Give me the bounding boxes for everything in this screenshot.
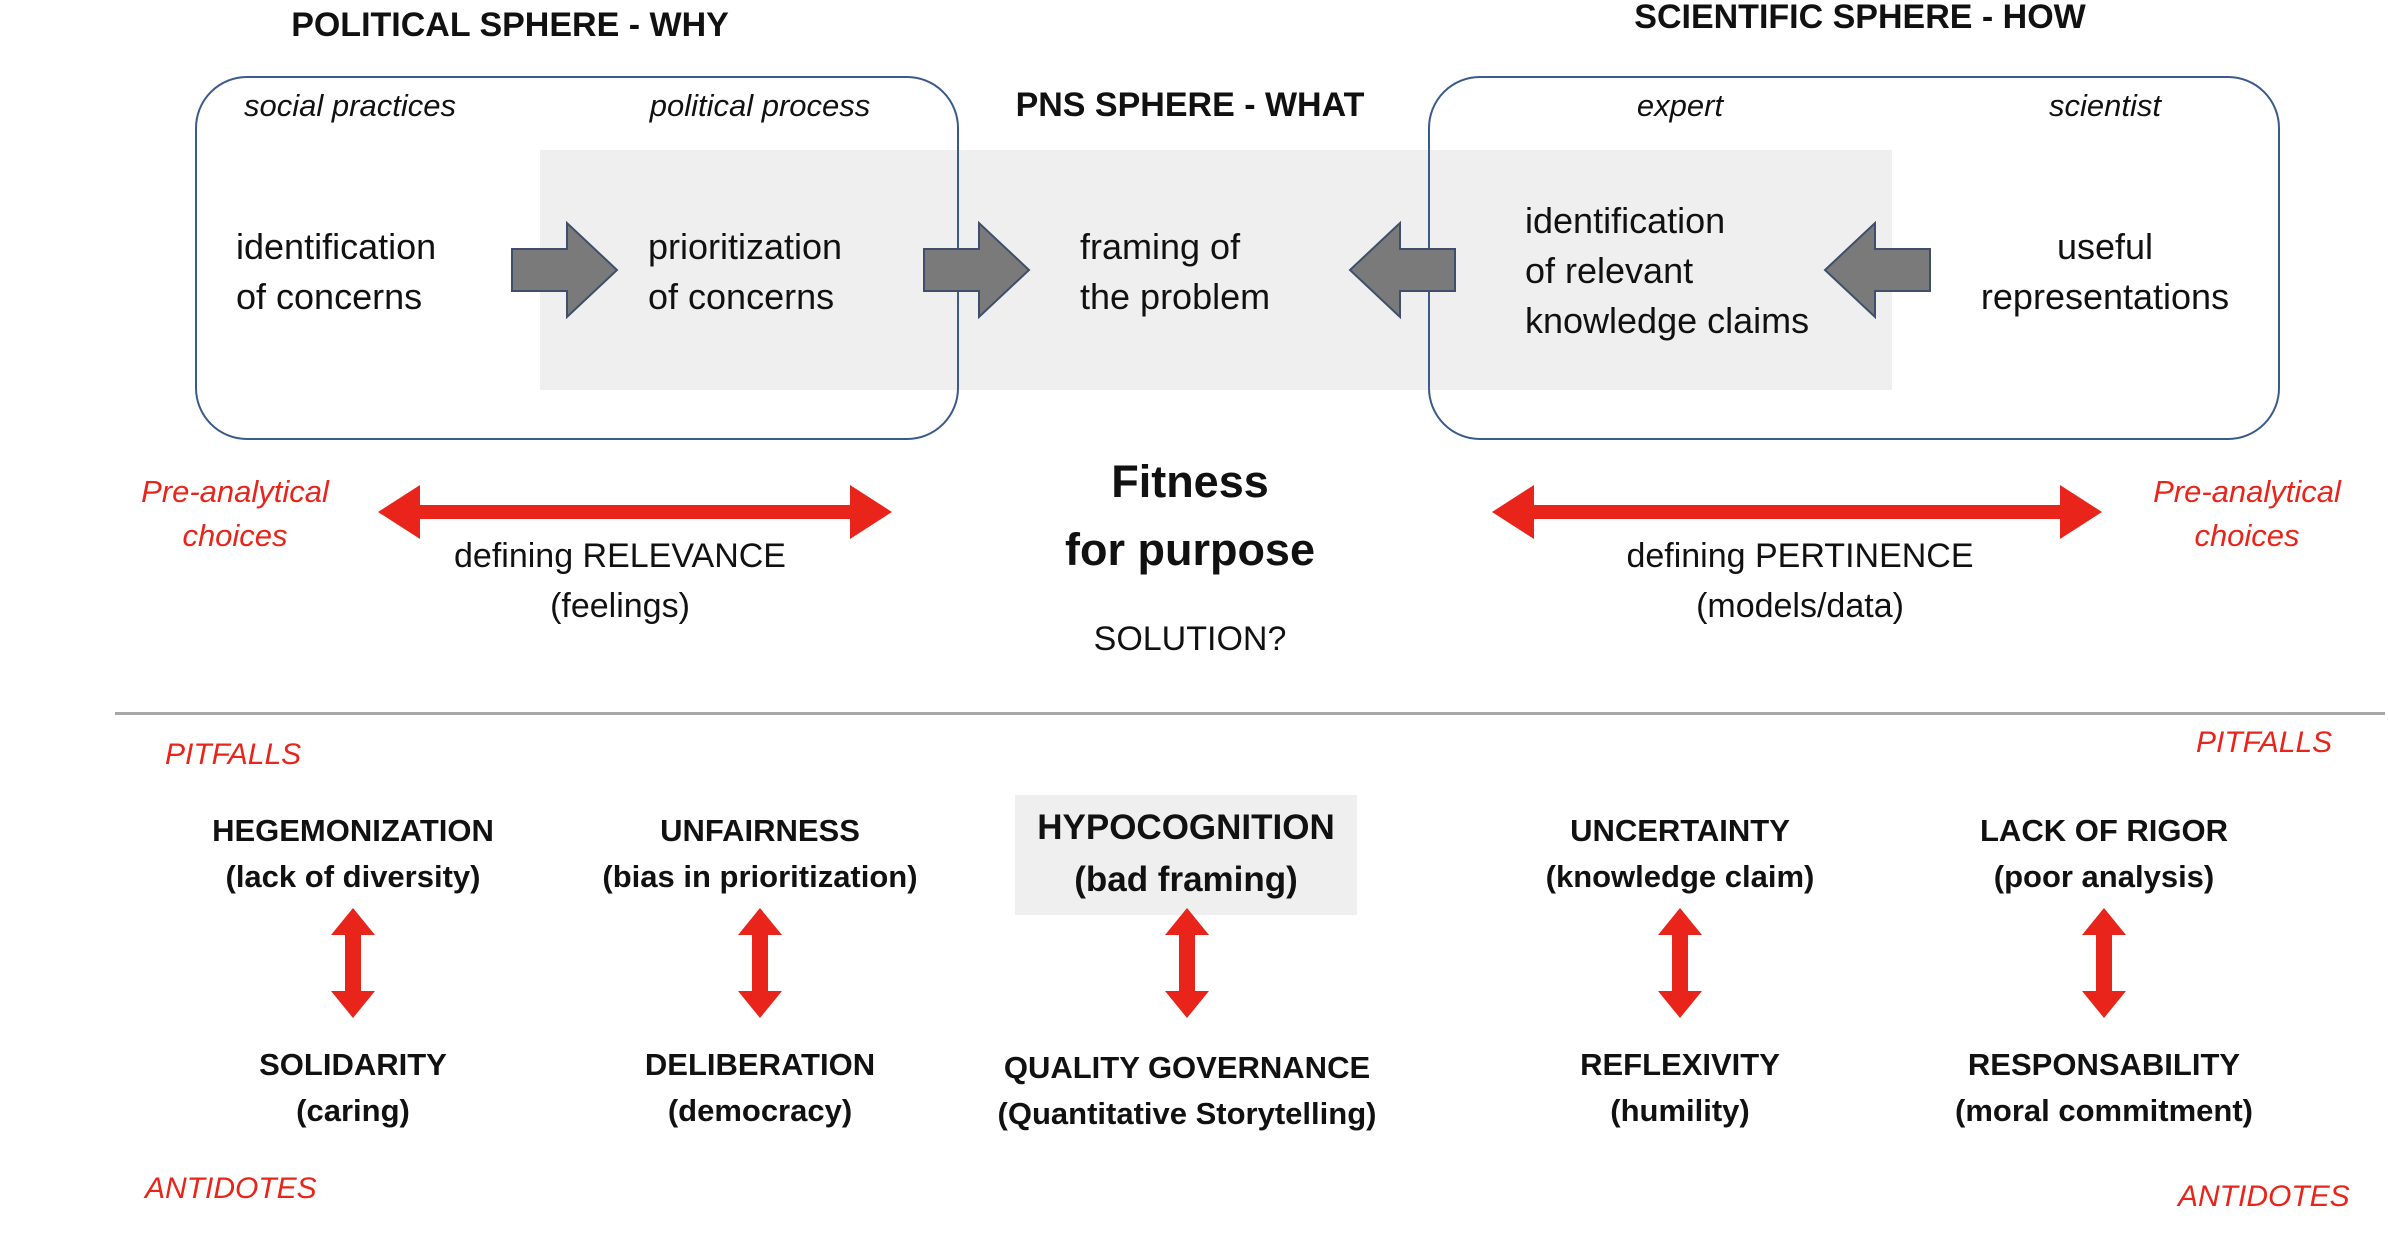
pitfall-hegemonization: HEGEMONIZATION (lack of diversity): [212, 813, 494, 894]
antidotes-label-left: ANTIDOTES: [145, 1172, 317, 1205]
pns-shaded-band: [540, 150, 1892, 390]
pitfall-unfairness: UNFAIRNESS (bias in prioritization): [602, 813, 918, 894]
antidote-solidarity: SOLIDARITY (caring): [259, 1047, 447, 1128]
arrow-prioritization-to-framing: [923, 222, 1030, 318]
pitfall-uncertainty: UNCERTAINTY (knowledge claim): [1545, 813, 1815, 894]
arrow-representations-to-knowledge: [1824, 222, 1931, 318]
pitfalls-label-right: PITFALLS: [2196, 726, 2333, 759]
pitfall-lack-of-rigor: LACK OF RIGOR (poor analysis): [1980, 813, 2228, 894]
pns-sphere-title: PNS SPHERE - WHAT: [1015, 86, 1365, 124]
social-practices-label: social practices: [244, 88, 456, 123]
pitfall-antidote-arrow-2: [738, 908, 782, 1018]
fitness-for-purpose: Fitness for purpose: [1064, 456, 1315, 575]
pre-analytical-choices-right: Pre-analytical choices: [2153, 474, 2341, 553]
pitfall-antidote-arrow-3: [1165, 908, 1209, 1018]
pertinence-double-arrow: [1492, 485, 2102, 539]
pre-analytical-choices-left: Pre-analytical choices: [141, 474, 329, 553]
pitfall-antidote-arrow-5: [2082, 908, 2126, 1018]
defining-relevance: defining RELEVANCE (feelings): [454, 537, 786, 625]
useful-representations: useful representations: [1980, 226, 2230, 317]
pitfall-antidote-arrow-4: [1658, 908, 1702, 1018]
arrow-knowledge-to-framing: [1349, 222, 1456, 318]
antidote-quality-governance: QUALITY GOVERNANCE (Quantitative Storyte…: [997, 1050, 1377, 1131]
antidote-deliberation: DELIBERATION (democracy): [644, 1047, 876, 1128]
scientific-sphere-title: SCIENTIFIC SPHERE - HOW: [1634, 0, 2086, 36]
antidote-reflexivity: REFLEXIVITY (humility): [1580, 1047, 1780, 1128]
solution-question: SOLUTION?: [1093, 620, 1287, 658]
pitfalls-label-left: PITFALLS: [165, 738, 302, 771]
hypocognition-highlight: [1015, 795, 1357, 915]
prioritization-of-concerns: prioritization of concerns: [648, 226, 843, 317]
expert-label: expert: [1636, 88, 1724, 123]
defining-pertinence: defining PERTINENCE (models/data): [1626, 537, 1974, 625]
pitfall-antidote-arrow-1: [331, 908, 375, 1018]
arrow-identification-to-prioritization: [511, 222, 618, 318]
framing-of-the-problem: framing of the problem: [1080, 226, 1271, 317]
separator-line: [115, 712, 2385, 715]
antidotes-label-right: ANTIDOTES: [2178, 1180, 2350, 1213]
relevance-double-arrow: [378, 485, 892, 539]
political-process-label: political process: [649, 88, 871, 123]
antidote-responsability: RESPONSABILITY (moral commitment): [1955, 1047, 2253, 1128]
scientist-label: scientist: [2049, 88, 2161, 123]
political-sphere-title: POLITICAL SPHERE - WHY: [291, 6, 729, 44]
pitfall-hypocognition: HYPOCOGNITION (bad framing): [1037, 808, 1335, 899]
identification-of-concerns: identification of concerns: [236, 226, 437, 317]
identification-of-relevant-knowledge-claims: identification of relevant knowledge cla…: [1525, 200, 1810, 341]
